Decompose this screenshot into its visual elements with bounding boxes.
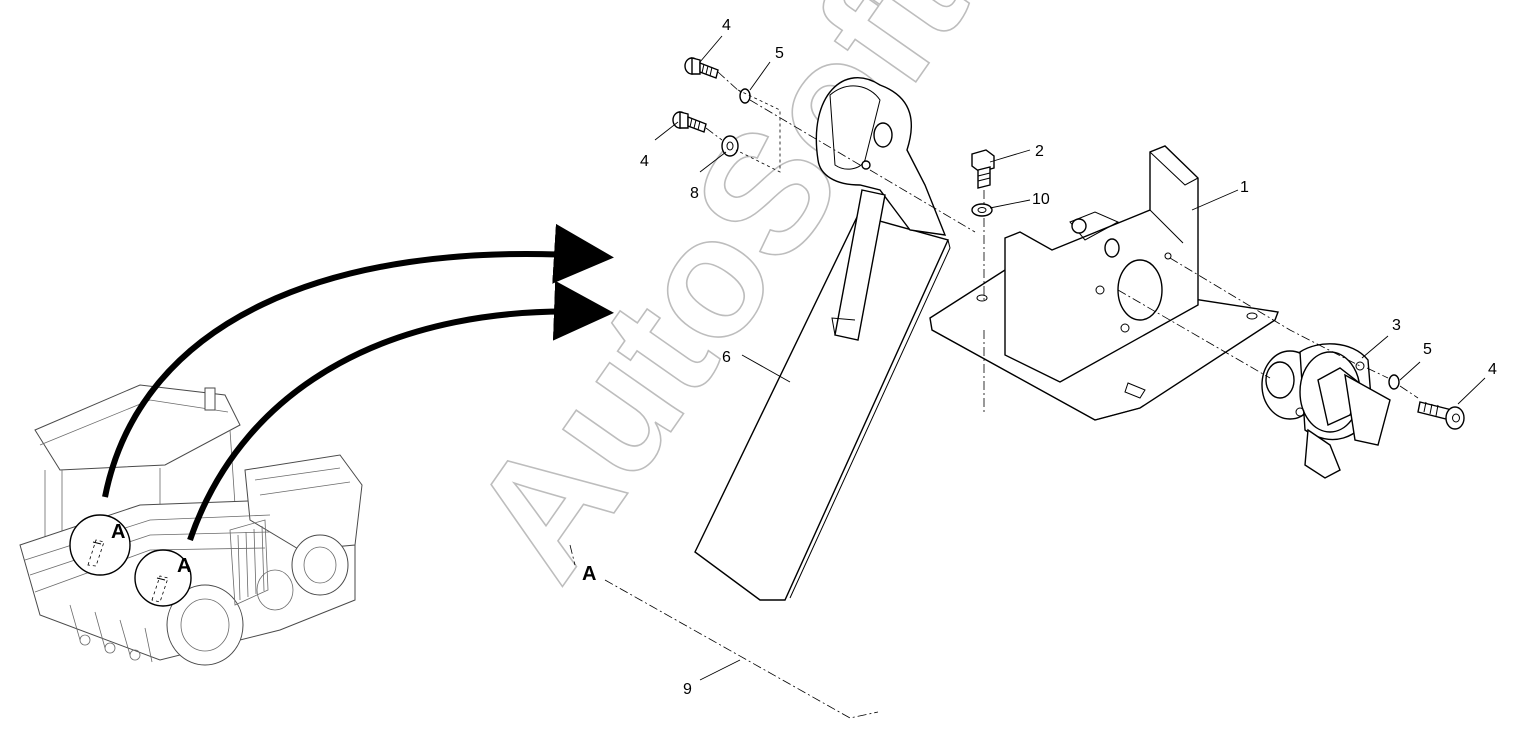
lock-washer-right xyxy=(1388,374,1400,390)
location-arrow-upper xyxy=(102,223,614,498)
mounting-bracket xyxy=(929,145,1279,421)
pedal-plate xyxy=(694,214,949,601)
pedal-assembly xyxy=(694,77,951,601)
callout-2: 2 xyxy=(1035,143,1044,160)
position-sensor xyxy=(1261,343,1391,479)
machine-view-label-left: A xyxy=(111,521,125,543)
detail-view-label: A xyxy=(582,563,596,585)
callout-1: 1 xyxy=(1240,179,1249,196)
bolt-top xyxy=(684,57,719,79)
location-arrows xyxy=(102,223,614,541)
callout-5-right: 5 xyxy=(1423,341,1432,358)
leader-lines xyxy=(654,35,1486,681)
detail-circle-right xyxy=(134,549,192,607)
bolt-middle xyxy=(672,111,707,133)
machine-view-label-right: A xyxy=(177,555,191,577)
pedal-arm xyxy=(815,77,947,236)
callout-4-right: 4 xyxy=(1488,361,1497,378)
callout-8: 8 xyxy=(690,185,699,202)
callout-6: 6 xyxy=(722,349,731,366)
assembly-lines xyxy=(569,71,1419,719)
lock-washer-top xyxy=(739,88,751,104)
bolt-right xyxy=(1417,401,1465,430)
callout-labels: 4 5 4 8 2 10 1 3 5 4 6 9 A xyxy=(582,17,1497,698)
callout-4-middle: 4 xyxy=(640,153,649,170)
detail-circle-left xyxy=(69,514,131,576)
callout-5-top: 5 xyxy=(775,45,784,62)
callout-10: 10 xyxy=(1032,191,1050,208)
callout-3: 3 xyxy=(1392,317,1401,334)
bolt-vertical xyxy=(971,149,995,189)
flat-washer xyxy=(721,135,739,157)
callout-4-top: 4 xyxy=(722,17,731,34)
washer-10 xyxy=(971,203,993,217)
callout-9: 9 xyxy=(683,681,692,698)
location-arrow-lower xyxy=(187,280,614,541)
bracket-wall xyxy=(1004,145,1199,383)
machine-overview: A A xyxy=(19,384,363,666)
